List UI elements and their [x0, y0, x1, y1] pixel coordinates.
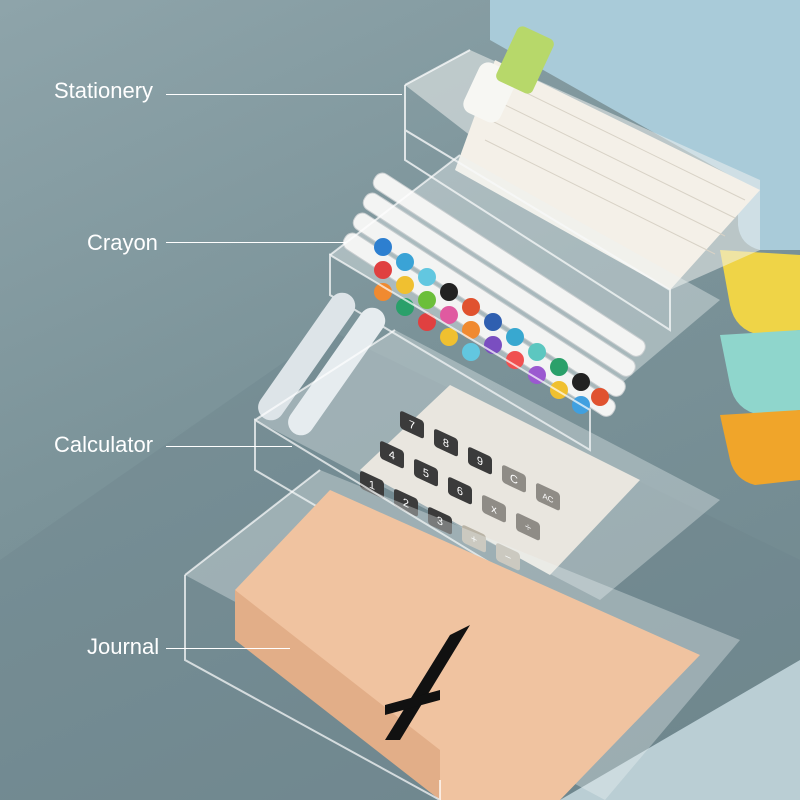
calculator-key	[482, 495, 506, 523]
marker-caps	[374, 238, 609, 414]
yellow-drawer	[720, 250, 800, 335]
callout-label-stationery: Stationery	[54, 78, 154, 103]
calculator-key	[434, 429, 458, 457]
journal-band	[385, 625, 470, 740]
calculator-key-label: AC	[542, 491, 553, 506]
callout-line-stationery	[166, 94, 402, 95]
surface-highlight	[560, 660, 800, 800]
calculator-key	[448, 477, 472, 505]
calculator-key-label: 5	[423, 467, 429, 481]
blue-drawer	[490, 0, 800, 250]
calculator-key	[400, 411, 424, 439]
calculator-key-label: 9	[477, 455, 483, 469]
calculator-key-label: 8	[443, 437, 449, 451]
calculator-key	[380, 441, 404, 469]
stationery-drawer	[404, 26, 760, 332]
calculator-key-label: C	[510, 472, 518, 487]
calculator-key-label: ÷	[525, 521, 531, 535]
calculator-key-label: 6	[457, 485, 463, 499]
calculator-key	[496, 543, 520, 571]
calculator-body	[360, 385, 640, 575]
calculator-key	[414, 459, 438, 487]
callout-line-journal	[166, 648, 290, 649]
calculator-key	[468, 447, 492, 475]
calculator-key-label: 4	[389, 449, 396, 463]
calculator-key	[536, 483, 560, 511]
calculator-key-label: −	[505, 551, 512, 565]
callout-line-calculator	[166, 446, 292, 447]
calculator-key	[462, 525, 486, 553]
crayon-drawer	[329, 154, 720, 452]
calculator-key	[516, 513, 540, 541]
journal-drawer	[184, 469, 740, 800]
calculator-key-label: +	[471, 533, 478, 547]
journal	[235, 490, 700, 800]
callout-line-crayon	[166, 242, 346, 243]
calculator-key	[360, 471, 384, 499]
orange-drawer	[720, 410, 800, 485]
calculator-key-label: 2	[403, 497, 409, 511]
callout-label-journal: Journal	[87, 634, 160, 659]
calculator-key-label: x	[491, 503, 497, 517]
calculator-key	[394, 489, 418, 517]
callout-label-crayon: Crayon	[87, 230, 158, 255]
mint-drawer	[720, 330, 800, 415]
calculator-key	[502, 465, 526, 493]
callout-label-calculator: Calculator	[54, 432, 154, 457]
calculator-key-label: 7	[409, 419, 415, 433]
calculator-key-label: 1	[369, 479, 375, 493]
colored-drawer-stack	[490, 0, 800, 485]
calculator-key-label: 3	[437, 515, 443, 529]
calculator-key	[428, 507, 452, 535]
